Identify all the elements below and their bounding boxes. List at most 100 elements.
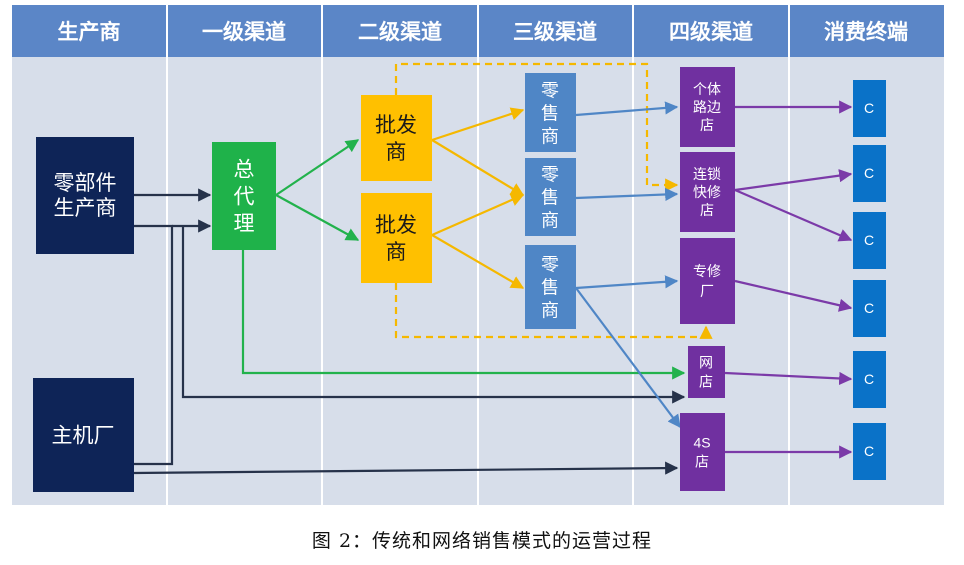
label-line: 商: [541, 126, 559, 146]
consumer-2-box: [853, 145, 886, 202]
arrow-agent-to-wholesaler-2: [275, 194, 360, 241]
header-col-level-3: 三级渠道: [513, 20, 597, 44]
header-col-level-2: 二级渠道: [358, 20, 442, 44]
label-line: 商: [386, 241, 407, 264]
arrow-agent-to-online-shop: [241, 250, 686, 380]
column-dividers: [166, 5, 790, 505]
online-shop-box: [688, 346, 725, 398]
roadside-shop-box: [680, 67, 735, 147]
figure-caption: 图 2：传统和网络销售模式的运营过程: [311, 530, 653, 552]
producer-arrows: [133, 188, 686, 475]
retailer-2-label: 零售商: [541, 164, 559, 230]
general-agent-label: 总代理: [234, 158, 255, 235]
label-line: 厂: [700, 283, 714, 299]
header-col-producer: 生产商: [58, 20, 121, 44]
general-agent-box: [212, 142, 276, 250]
consumer-3-label: C: [864, 232, 874, 248]
header-col-level-4: 四级渠道: [669, 20, 753, 44]
terminal-arrows: [724, 100, 853, 459]
wholesaler-1-label: 批发商: [375, 114, 417, 164]
consumer-1-box: [853, 80, 886, 137]
label-line: 零: [541, 80, 559, 100]
arrow-agent-to-wholesaler-1: [275, 139, 360, 196]
repair-factory-box: [680, 238, 735, 324]
parts-maker-label: 零部件生产商: [54, 172, 117, 220]
label-line: 售: [541, 103, 559, 123]
shop-4s-label: 4S 店: [693, 434, 710, 469]
wholesaler-arrows: [431, 107, 525, 289]
wholesaler-2-label: 批发商: [375, 214, 417, 264]
arrow-w1-to-r1: [431, 107, 525, 142]
wholesaler-dashed-arrows: [394, 62, 713, 339]
arrow-r3-to-4s: [575, 287, 681, 429]
oem-label: 主机厂: [52, 424, 115, 447]
label-line: 批发: [375, 114, 417, 137]
wholesaler-2-box: [361, 193, 432, 283]
parts-maker-box: [36, 137, 134, 254]
consumer-3-box: [853, 212, 886, 269]
label-line: 连锁: [693, 166, 721, 182]
header-col-level-1: 一级渠道: [202, 20, 286, 44]
label-line: 售: [541, 277, 559, 297]
dashed-w1-to-chain-shop: [394, 62, 679, 192]
arrow-r2-to-chain: [575, 187, 679, 202]
arrow-repair-to-c4: [734, 279, 853, 312]
label-line: 批发: [375, 214, 417, 237]
oem-box: [33, 378, 134, 492]
arrow-parts-to-online-shop: [181, 226, 686, 404]
roadside-shop-label: 个体路边店: [693, 81, 721, 133]
arrow-r3-to-repair: [575, 275, 679, 290]
label-line: 生产商: [54, 197, 117, 220]
retailer-3-label: 零售商: [541, 254, 559, 320]
consumer-6-box: [853, 423, 886, 480]
consumer-6-label: C: [864, 443, 874, 459]
label-line: 快修: [693, 184, 721, 200]
label-line: 零: [541, 254, 559, 274]
online-shop-label: 网店: [699, 354, 713, 389]
agent-arrows: [241, 139, 686, 380]
consumer-5-label: C: [864, 371, 874, 387]
arrow-chain-to-c2: [734, 169, 853, 192]
label-line: 专修: [693, 263, 721, 279]
label-line: 零: [541, 164, 559, 184]
consumer-4-label: C: [864, 300, 874, 316]
label-line: 路边: [693, 99, 721, 115]
label-line: 售: [541, 187, 559, 207]
repair-factory-label: 专修厂: [693, 263, 721, 299]
label-line: 主机厂: [52, 424, 115, 447]
retailer-3-box: [525, 245, 576, 329]
label-line: 商: [541, 300, 559, 320]
label-line: 店: [699, 373, 713, 389]
retailer-2-box: [525, 158, 576, 236]
header-col-consumer: 消费终端: [824, 20, 908, 44]
label-line: 店: [700, 202, 714, 218]
arrow-parts-to-agent-2: [134, 224, 174, 466]
label-line: 零部件: [54, 172, 117, 195]
label-line: 网: [699, 354, 713, 370]
arrow-r1-to-roadside: [575, 101, 679, 117]
arrow-w1-to-r2: [431, 139, 525, 196]
chain-shop-label: 连锁快修店: [693, 166, 721, 218]
dashed-w2-to-repair-factory: [394, 283, 713, 339]
label-line: 个体: [693, 81, 721, 97]
consumer-4-box: [853, 280, 886, 337]
retailer-arrows: [575, 101, 681, 429]
label-line: 代: [234, 185, 255, 208]
label-line: 总: [234, 158, 255, 181]
label-line: 店: [700, 117, 714, 133]
label-line: 4S: [693, 434, 710, 450]
retailer-1-box: [525, 73, 576, 152]
label-line: 商: [386, 141, 407, 164]
consumer-5-box: [853, 351, 886, 408]
consumer-2-label: C: [864, 165, 874, 181]
arrow-oem-to-4s: [133, 461, 679, 475]
arrow-w2-to-r2: [431, 193, 525, 237]
arrow-w2-to-r3: [431, 234, 525, 289]
arrow-chain-to-c3: [734, 188, 853, 242]
shop-4s-box: [680, 413, 725, 491]
label-line: 理: [234, 212, 255, 235]
label-line: 店: [695, 453, 709, 469]
retailer-1-label: 零售商: [541, 80, 559, 146]
arrow-online-to-c5: [724, 371, 853, 386]
